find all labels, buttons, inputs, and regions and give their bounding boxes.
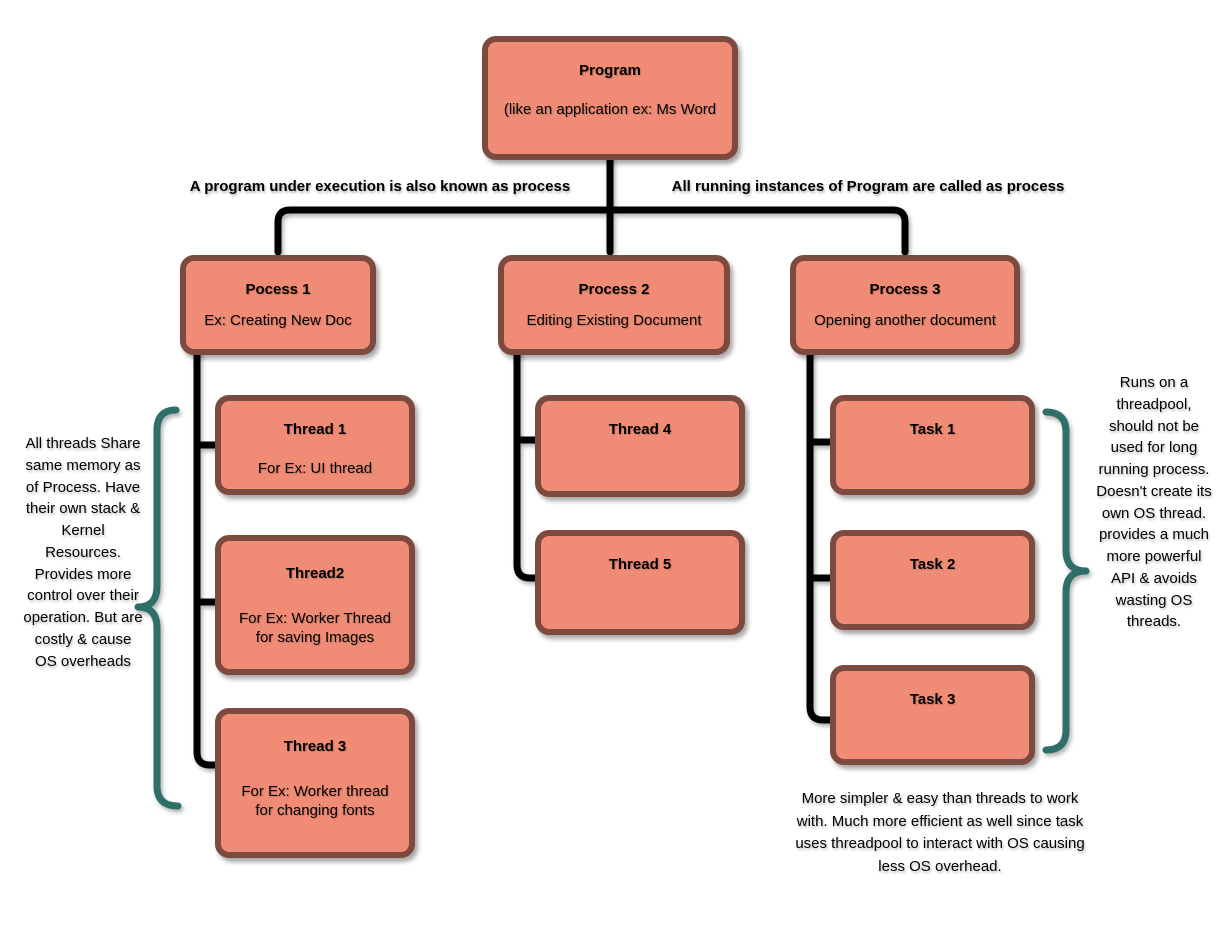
node-process2-title: Process 2 [578, 281, 650, 298]
node-program-subtitle: (like an application ex: Ms Word [503, 100, 717, 118]
node-thread4: Thread 4 [535, 395, 745, 497]
node-thread5: Thread 5 [535, 530, 745, 635]
node-program-title: Program [579, 62, 641, 79]
left-curly-brace [134, 406, 182, 810]
node-process3: Process 3 Opening another document [790, 255, 1020, 355]
tasks-annotation: Runs on a threadpool, should not be used… [1096, 374, 1212, 631]
edge-label-right: All running instances of Program are cal… [671, 178, 1065, 195]
node-task2-title: Task 2 [909, 556, 956, 573]
node-thread2: Thread2 For Ex: Worker Thread for saving… [215, 535, 415, 675]
node-process2-subtitle: Editing Existing Document [526, 311, 702, 329]
node-process3-subtitle: Opening another document [814, 311, 996, 329]
node-process1-title: Pocess 1 [245, 281, 311, 298]
node-thread1-title: Thread 1 [283, 421, 347, 438]
node-thread5-title: Thread 5 [608, 556, 672, 573]
node-process3-title: Process 3 [869, 281, 941, 298]
right-curly-brace [1042, 408, 1090, 754]
node-thread1: Thread 1 For Ex: UI thread [215, 395, 415, 495]
node-thread1-subtitle: For Ex: UI thread [257, 459, 373, 477]
node-task3: Task 3 [830, 665, 1035, 765]
threads-annotation: All threads Share same memory as of Proc… [23, 435, 143, 670]
edge-label-left: A program under execution is also known … [189, 178, 571, 195]
node-thread3: Thread 3 For Ex: Worker thread for chang… [215, 708, 415, 858]
node-process1: Pocess 1 Ex: Creating New Doc [180, 255, 376, 355]
node-process2: Process 2 Editing Existing Document [498, 255, 730, 355]
tasks-bottom-annotation: More simpler & easy than threads to work… [795, 790, 1085, 875]
node-thread3-subtitle: For Ex: Worker thread for changing fonts [241, 782, 389, 819]
node-program: Program (like an application ex: Ms Word [482, 36, 738, 160]
node-process1-subtitle: Ex: Creating New Doc [204, 311, 352, 329]
node-thread4-title: Thread 4 [608, 421, 672, 438]
node-task3-title: Task 3 [909, 691, 956, 708]
node-thread3-title: Thread 3 [283, 738, 347, 755]
node-task1: Task 1 [830, 395, 1035, 495]
connector-process-bar [274, 206, 909, 256]
node-thread2-title: Thread2 [285, 565, 345, 582]
node-task2: Task 2 [830, 530, 1035, 630]
node-task1-title: Task 1 [909, 421, 956, 438]
node-thread2-subtitle: For Ex: Worker Thread for saving Images [239, 609, 391, 646]
